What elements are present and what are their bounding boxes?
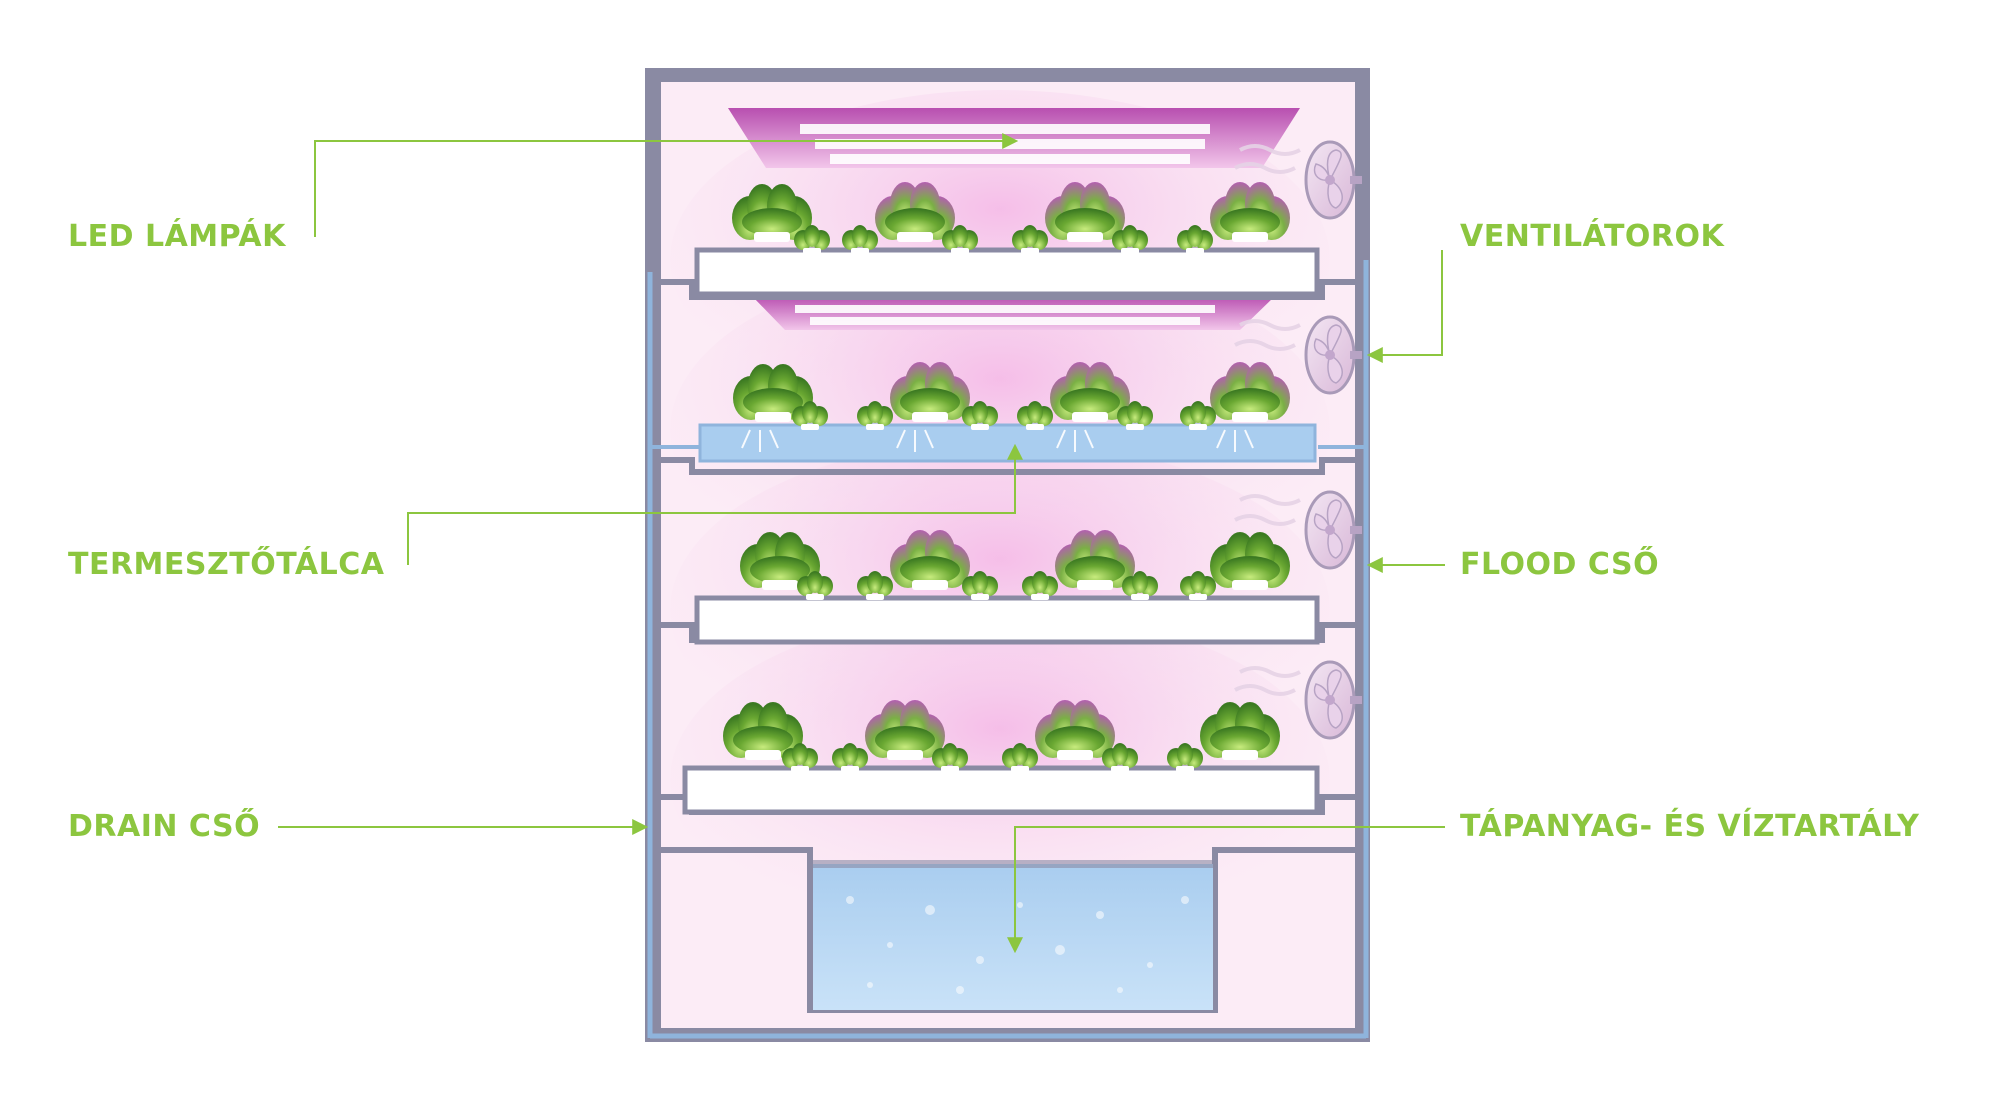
water-volume xyxy=(813,864,1213,1010)
label-led-lamps: LED LÁMPÁK xyxy=(68,219,286,254)
grow-tray-2-water xyxy=(698,423,1317,463)
grow-tray-4 xyxy=(682,765,1320,815)
leader-tray xyxy=(407,443,1023,565)
label-flood-pipe: FLOOD CSŐ xyxy=(1460,547,1660,582)
plant-row-2 xyxy=(733,362,1290,452)
grow-tray-3 xyxy=(694,595,1320,645)
label-grow-tray: TERMESZTŐTÁLCA xyxy=(68,547,385,582)
leader-tank xyxy=(1007,826,1445,954)
pipe-icon xyxy=(647,260,1369,1039)
grow-tray-1 xyxy=(694,247,1320,297)
label-fans: VENTILÁTOROK xyxy=(1460,219,1725,254)
tray-icon xyxy=(661,247,1355,815)
leader-fans xyxy=(1366,250,1443,363)
water-tank-icon xyxy=(661,847,1355,1013)
fan-icon xyxy=(1234,140,1364,740)
label-drain-pipe: DRAIN CSŐ xyxy=(68,809,261,844)
leader-led xyxy=(314,133,1019,237)
leader-lines xyxy=(278,133,1445,954)
label-nutrient-tank: TÁPANYAG- ÉS VÍZTARTÁLY xyxy=(1460,809,1920,844)
